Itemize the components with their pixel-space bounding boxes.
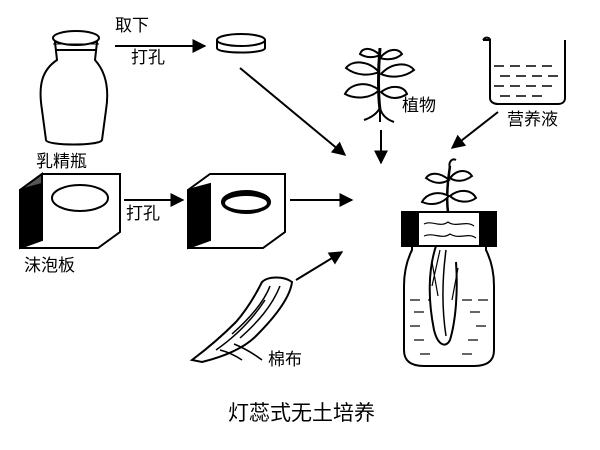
punched-foam-board: [187, 173, 286, 250]
arrow-cap-to-apparatus: [239, 67, 347, 156]
diagram-caption: 灯蕊式无土培养: [228, 401, 375, 425]
process-arrows: [115, 39, 499, 281]
milk-bottle: [39, 30, 109, 146]
label-cotton-cloth: 棉布: [268, 350, 302, 370]
label-plant: 植物: [402, 96, 436, 116]
plant: [343, 47, 416, 123]
label-remove-cap: 取下: [115, 16, 149, 36]
cotton-cloth: [189, 276, 294, 364]
arrow-solution-to-apparatus: [450, 111, 499, 149]
foam-board: [19, 172, 121, 250]
label-punch-hole-mid: 打孔: [126, 204, 160, 224]
assembled-bottle: [401, 158, 497, 367]
label-foam-board: 沫泡板: [24, 256, 75, 276]
label-milk-bottle: 乳精瓶: [36, 152, 87, 172]
label-punch-hole-top: 打孔: [131, 48, 165, 68]
bottle-cap: [216, 33, 266, 54]
label-nutrient-solution: 营养液: [507, 110, 558, 130]
arrow-cloth-to-apparatus: [295, 251, 344, 281]
beaker: [482, 36, 566, 105]
